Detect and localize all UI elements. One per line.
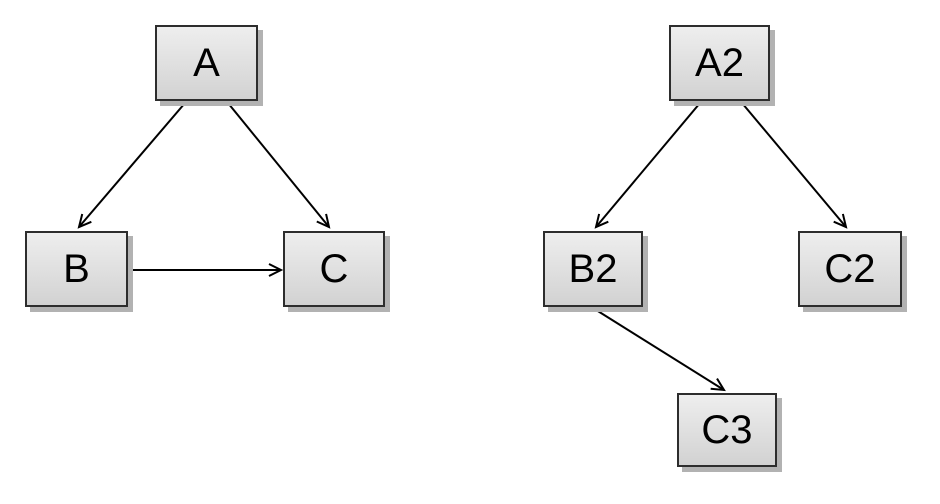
node-a: A — [155, 25, 258, 101]
edge-a-c — [227, 102, 331, 229]
node-label: C3 — [701, 408, 753, 452]
node-b2: B2 — [543, 231, 643, 307]
node-c2: C2 — [798, 231, 902, 307]
node-c: C — [283, 231, 385, 307]
edge-a-b — [77, 102, 186, 229]
node-label: C2 — [824, 247, 876, 291]
node-label: B2 — [568, 247, 618, 291]
edge-a2-c2 — [741, 102, 848, 229]
node-label: A2 — [695, 41, 744, 85]
edge-b2-c3 — [592, 307, 726, 392]
node-label: A — [193, 41, 220, 85]
node-a2: A2 — [669, 25, 770, 101]
node-label: C — [319, 247, 349, 291]
edge-a2-b2 — [594, 102, 701, 229]
node-c3: C3 — [677, 393, 777, 467]
node-b: B — [25, 231, 128, 307]
node-label: B — [63, 247, 90, 291]
